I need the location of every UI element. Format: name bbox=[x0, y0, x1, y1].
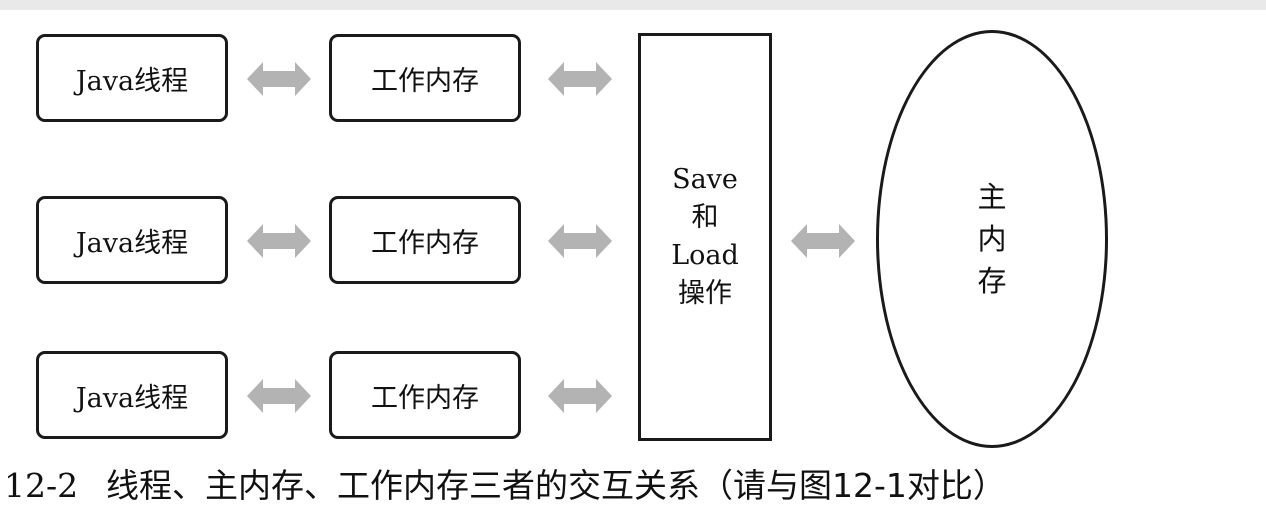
working-memory-label-3: 工作内存 bbox=[371, 382, 479, 414]
java-thread-label-3: Java线程 bbox=[75, 382, 189, 414]
main-memory-line-2: 内 bbox=[977, 222, 1007, 256]
save-load-line-4: 操作 bbox=[678, 278, 732, 309]
double-arrow-icon-main-memory bbox=[791, 224, 855, 258]
java-thread-label-1: Java线程 bbox=[75, 65, 189, 97]
save-load-line-3: Load bbox=[671, 240, 739, 271]
figure-number: 12-2 bbox=[4, 466, 79, 505]
working-memory-box-2: 工作内存 bbox=[329, 196, 521, 284]
java-thread-box-1: Java线程 bbox=[36, 34, 228, 122]
java-thread-box-2: Java线程 bbox=[36, 196, 228, 284]
figure-caption: 12-2 线程、主内存、工作内存三者的交互关系（请与图12-1对比） bbox=[0, 462, 1266, 510]
save-load-line-1: Save bbox=[672, 164, 738, 195]
main-memory-line-1: 主 bbox=[977, 180, 1007, 214]
double-arrow-icon-thread-1 bbox=[247, 62, 311, 96]
double-arrow-icon-memory-1 bbox=[548, 62, 612, 96]
working-memory-label-1: 工作内存 bbox=[371, 65, 479, 97]
top-strip bbox=[0, 0, 1266, 10]
main-memory-line-3: 存 bbox=[977, 264, 1007, 298]
java-thread-label-2: Java线程 bbox=[75, 227, 189, 259]
main-memory-ellipse: 主 内 存 bbox=[876, 30, 1108, 448]
figure-caption-text: 线程、主内存、工作内存三者的交互关系（请与图12-1对比） bbox=[106, 466, 1006, 505]
double-arrow-icon-thread-3 bbox=[247, 379, 311, 413]
working-memory-label-2: 工作内存 bbox=[371, 227, 479, 259]
java-thread-box-3: Java线程 bbox=[36, 351, 228, 439]
working-memory-box-1: 工作内存 bbox=[329, 34, 521, 122]
save-load-operation-box: Save 和 Load 操作 bbox=[638, 33, 772, 441]
double-arrow-icon-thread-2 bbox=[247, 224, 311, 258]
double-arrow-icon-memory-2 bbox=[548, 224, 612, 258]
working-memory-box-3: 工作内存 bbox=[329, 351, 521, 439]
double-arrow-icon-memory-3 bbox=[548, 379, 612, 413]
save-load-line-2: 和 bbox=[691, 202, 719, 233]
